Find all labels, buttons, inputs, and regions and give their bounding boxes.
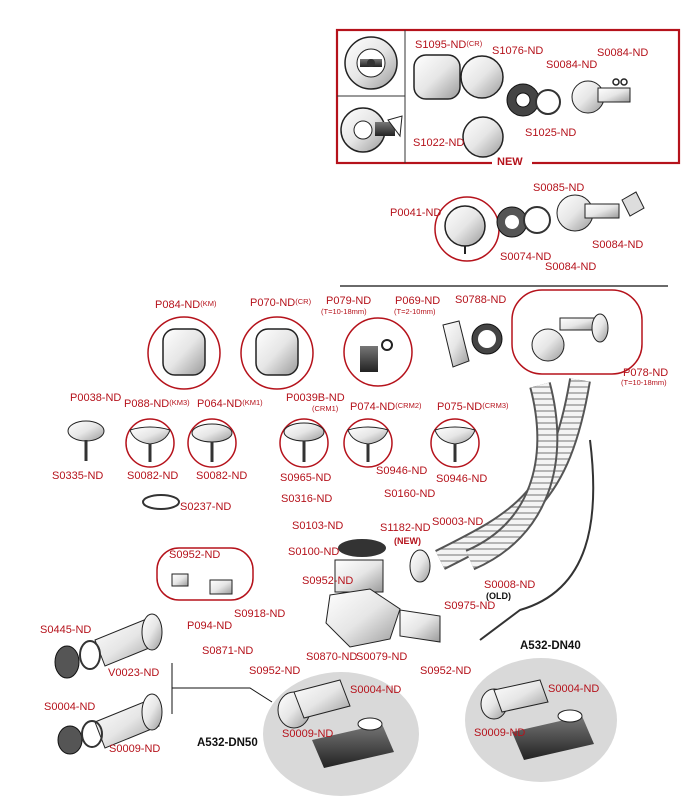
kit-dn50-s0009: S0009-ND — [282, 728, 334, 740]
label-s1025: S1025-ND — [525, 127, 577, 139]
plug-s0082-b — [187, 418, 237, 468]
label-s0079: S0079-ND — [356, 651, 408, 663]
label-s0084-c: S0084-ND — [545, 261, 597, 273]
trap-pipe-bottom — [57, 693, 163, 755]
p084-circle — [147, 316, 221, 390]
label-s0084-b: S0084-ND — [597, 47, 649, 59]
label-s0965: S0965-ND — [280, 472, 332, 484]
note-p078: (T=10-18mm) — [621, 378, 667, 387]
s0074-ring — [496, 206, 528, 238]
label-s0103: S0103-ND — [292, 520, 344, 532]
p0041-circle — [434, 196, 500, 262]
tag-old: (OLD) — [486, 591, 511, 601]
s0084-ring — [535, 89, 561, 115]
label-s0335: S0335-ND — [52, 470, 104, 482]
label-s0445: S0445-ND — [40, 624, 92, 636]
kit-dn40-s0009: S0009-ND — [474, 727, 526, 739]
kit-dn40-ellipse — [465, 658, 617, 782]
label-s0003: S0003-ND — [432, 516, 484, 528]
p079-circle — [343, 317, 413, 387]
kit-dn40-s0004: S0004-ND — [548, 683, 600, 695]
label-s0946-a: S0946-ND — [376, 465, 428, 477]
plug-s0946-a — [343, 418, 393, 468]
label-p064: P064-ND(KM1) — [197, 398, 263, 410]
label-p088: P088-ND(KM3) — [124, 398, 190, 410]
new-tag: NEW — [497, 156, 523, 168]
note-p079: (T=10-18mm) — [321, 307, 367, 316]
label-s1076: S1076-ND — [492, 45, 544, 57]
overflow-body — [442, 320, 503, 368]
kit-arrow — [171, 663, 273, 714]
tag-new: (NEW) — [394, 536, 421, 546]
label-s0100: S0100-ND — [288, 546, 340, 558]
plug-s0335 — [67, 420, 105, 461]
plug-s0082-a — [125, 418, 175, 468]
p094-frame — [156, 547, 254, 601]
label-p074: P074-ND(CRM2) — [350, 401, 422, 413]
label-s0952-a: S0952-ND — [302, 575, 354, 587]
kit-dn50-s0004: S0004-ND — [350, 684, 402, 696]
label-s0082-b: S0082-ND — [196, 470, 248, 482]
new-box-thumb-bottom — [340, 107, 403, 153]
trap-pipe-top — [54, 613, 163, 679]
label-s0946-b: S0946-ND — [436, 473, 488, 485]
plug-s0946-b — [430, 418, 480, 468]
waste-body — [325, 539, 441, 648]
label-p084: P084-ND(KM) — [155, 299, 217, 311]
ring-s0237 — [142, 494, 180, 510]
label-p078: P078-ND — [623, 367, 669, 379]
label-s0870: S0870-ND — [306, 651, 358, 663]
label-s0084-a: S0084-ND — [546, 59, 598, 71]
label-s0952-b: S0952-ND — [249, 665, 301, 677]
note-p069: (T=2-10mm) — [394, 307, 436, 316]
label-s0237: S0237-ND — [180, 501, 232, 513]
kit-dn50-ellipse — [263, 672, 419, 796]
label-v0023: V0023-ND — [108, 667, 160, 679]
kit-name-dn40: A532-DN40 — [520, 640, 581, 652]
label-s0009-trap: S0009-ND — [109, 743, 161, 755]
label-s0074: S0074-ND — [500, 251, 552, 263]
label-s0082-a: S0082-ND — [127, 470, 179, 482]
label-p0039b: P0039B-ND — [286, 392, 345, 404]
label-s0085: S0085-ND — [533, 182, 585, 194]
label-s0160: S0160-ND — [384, 488, 436, 500]
label-s0788: S0788-ND — [455, 294, 507, 306]
new-box-connector — [571, 78, 631, 114]
s1022-cap-round — [462, 116, 504, 158]
label-s0004-trap: S0004-ND — [44, 701, 96, 713]
kit-name-dn50: A532-DN50 — [197, 737, 258, 749]
label-s0316: S0316-ND — [281, 493, 333, 505]
s1095-cap-square — [413, 54, 461, 100]
label-s0871: S0871-ND — [202, 645, 254, 657]
label-p0041: P0041-ND — [390, 207, 442, 219]
label-s1022: S1022-ND — [413, 137, 465, 149]
s0085-ring — [523, 206, 551, 234]
label-s0008: S0008-ND — [484, 579, 536, 591]
label-p069: P069-ND — [395, 295, 441, 307]
p078-box — [511, 289, 643, 375]
label-p0038: P0038-ND — [70, 392, 122, 404]
label-s0918: S0918-ND — [234, 608, 286, 620]
hoses — [435, 378, 595, 641]
label-s1095: S1095-ND(CR) — [415, 39, 483, 51]
label-p070: P070-ND(CR) — [250, 297, 312, 309]
label-p079: P079-ND — [326, 295, 372, 307]
label-s0952-c: S0952-ND — [420, 665, 472, 677]
label-p075: P075-ND(CRM3) — [437, 401, 509, 413]
s1076-cap-round — [460, 55, 504, 99]
suffix-crm1: (CRM1) — [312, 404, 339, 413]
label-s0084-d: S0084-ND — [592, 239, 644, 251]
p070-circle — [240, 316, 314, 390]
plug-s0965 — [279, 418, 329, 468]
label-p094: P094-ND — [187, 620, 233, 632]
label-s0975: S0975-ND — [444, 600, 496, 612]
label-s1182: S1182-ND — [380, 522, 431, 534]
waste-connector — [556, 191, 645, 232]
new-box-thumb-top — [344, 36, 398, 90]
s1025-ring — [506, 83, 540, 117]
label-s0952-d: S0952-ND — [169, 549, 221, 561]
